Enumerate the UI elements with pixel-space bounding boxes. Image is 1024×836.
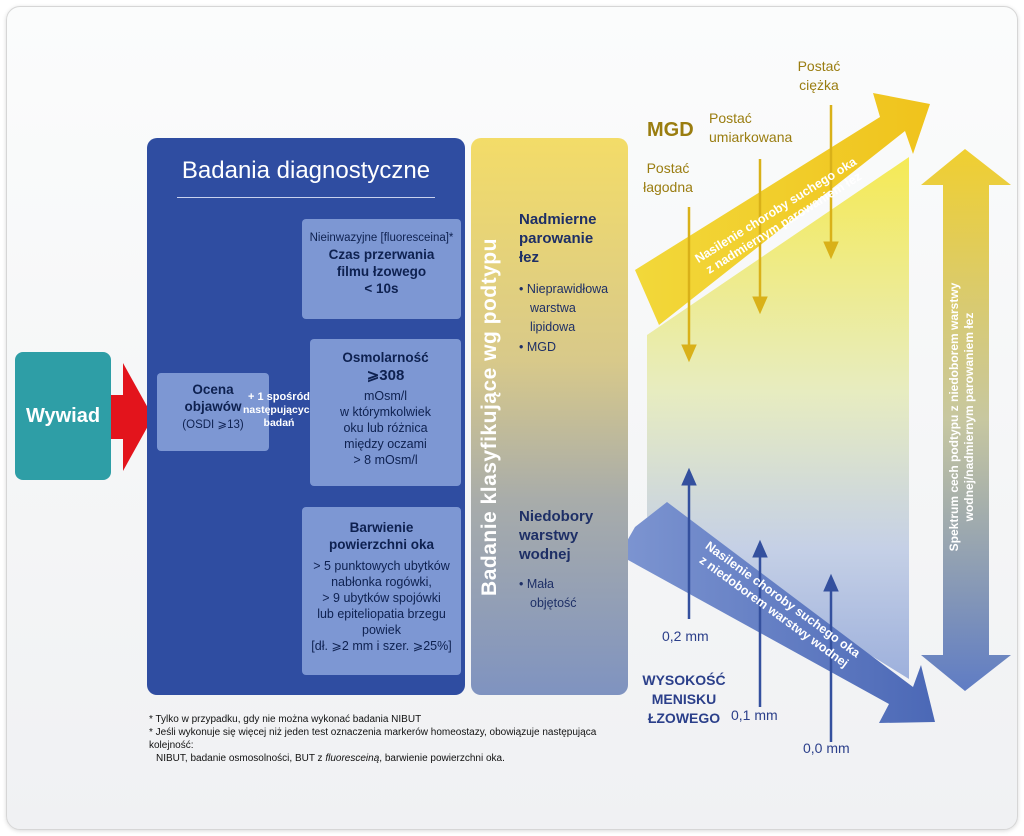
evaporative-line1: Nadmierne <box>519 211 597 228</box>
mgd-down-arrows <box>681 105 839 363</box>
background-shapes <box>105 93 1011 742</box>
evaporative-bullet2: • MGD <box>519 340 557 354</box>
footnote-2: * Jeśli wykonuje się więcej niż jeden te… <box>149 727 597 751</box>
osmolarity-box: Osmolarność ⩾308 mOsm/l w którymkolwiek … <box>310 339 461 486</box>
blue-severity-arrow <box>619 502 935 723</box>
mgd-mild-line1: Postać <box>646 160 690 176</box>
footnotes: * Tylko w przypadku, gdy nie można wykon… <box>149 713 639 765</box>
mgd-moderate-line1: Postać <box>709 110 752 126</box>
symptom-eval-line1: Ocena <box>192 382 234 397</box>
tear-breakup-note: Nieinwazyjne [fluoresceina]* <box>309 232 454 244</box>
interview-box: Wywiad <box>15 352 111 480</box>
plus-one-line1: + 1 spośród <box>247 391 311 403</box>
aqueous-bullet1a: • Mała <box>519 577 554 591</box>
staining-line4: nabłonka rogówki, <box>331 575 432 589</box>
staining-line1: Barwienie <box>349 520 414 535</box>
mgd-mild-line2: łagodna <box>643 179 693 195</box>
diagnostics-title: Badania diagnostyczne <box>181 157 431 184</box>
evaporative-bullet1b: warstwa <box>530 301 576 315</box>
footnote-3b: fluoresceiną <box>325 753 380 764</box>
osmolarity-line2: ⩾308 <box>366 367 405 384</box>
footnote-3a: NIBUT, badanie osmosolności, BUT z <box>156 753 326 764</box>
symptom-eval-box: Ocena objawów (OSDI ⩾13) <box>157 373 269 451</box>
spectrum-arrow-text: Spektrum cech podtypu z niedoborem warst… <box>947 227 977 607</box>
aqueous-line3: wodnej <box>519 546 571 563</box>
diagram-frame: Wywiad Badania diagnostyczne Ocena objaw… <box>6 6 1018 830</box>
plus-one-label: + 1 spośród następujących badań <box>243 391 316 430</box>
plus-one-line3: badań <box>263 417 295 429</box>
staining-line5: > 9 ubytków spojówki <box>322 591 441 605</box>
meniscus-value-00: 0,0 mm <box>803 740 850 756</box>
mgd-label: MGD <box>647 119 694 141</box>
staining-line3: > 5 punktowych ubytków <box>313 559 450 573</box>
aqueous-bullet1b: objętość <box>530 596 577 610</box>
mgd-moderate-line2: umiarkowana <box>709 129 793 145</box>
red-arrow-1 <box>105 363 153 471</box>
osmolarity-line7: > 8 mOsm/l <box>353 453 418 467</box>
evaporative-line3: łez <box>519 249 540 266</box>
meniscus-label-line3: ŁZOWEGO <box>647 710 721 726</box>
classification-column <box>471 138 628 695</box>
mgd-moderate: Postać umiarkowana <box>709 109 792 147</box>
mgd-severe-line2: ciężka <box>799 77 839 93</box>
tear-breakup-box: Nieinwazyjne [fluoresceina]* Czas przerw… <box>302 219 461 319</box>
footnote-1: * Tylko w przypadku, gdy nie można wykon… <box>149 714 422 725</box>
staining-line6: lub epiteliopatia brzegu <box>317 607 446 621</box>
meniscus-value-02: 0,2 mm <box>662 628 709 644</box>
tear-breakup-line1: Czas przerwania <box>328 247 435 262</box>
mgd-severe-line1: Postać <box>797 58 841 74</box>
mgd-mild: Postać łagodna <box>640 159 696 197</box>
aqueous-block: Niedobory warstwy wodnej • Mała objętość <box>519 507 629 611</box>
staining-line7: powiek <box>362 623 401 637</box>
yellow-severity-arrow <box>635 93 930 325</box>
meniscus-label-line1: WYSOKOŚĆ <box>642 672 726 688</box>
meniscus-value-01: 0,1 mm <box>731 707 778 723</box>
diagnostics-divider <box>177 197 435 198</box>
osmolarity-line6: między oczami <box>344 437 427 451</box>
spectrum-arrow-line2: wodnej/nadmiernym parowaniem łez <box>962 312 976 522</box>
evaporative-bullet1a: • Nieprawidłowa <box>519 282 609 296</box>
mgd-severe: Postać ciężka <box>789 57 849 95</box>
classification-vertical-title: Badanie klasyfikujące wg podtypu <box>478 238 501 596</box>
spectrum-double-arrow <box>921 149 1011 691</box>
plus-one-line2: następujących <box>243 404 316 416</box>
spectrum-arrow-line1: Spektrum cech podtypu z niedoborem warst… <box>947 282 961 552</box>
evaporative-block: Nadmierne parowanie łez • Nieprawidłowa … <box>519 210 629 355</box>
symptom-eval-line2: objawów <box>184 399 242 414</box>
staining-line8: [dł. ⩾2 mm i szer. ⩾25%] <box>311 639 452 653</box>
meniscus-label-line2: MENISKU <box>651 691 717 707</box>
staining-box: Barwienie powierzchni oka > 5 punktowych… <box>302 507 461 675</box>
meniscus-label: WYSOKOŚĆ MENISKU ŁZOWEGO <box>639 671 729 728</box>
evaporative-line2: parowanie <box>519 230 594 247</box>
aqueous-line2: warstwy <box>519 527 579 544</box>
meniscus-up-arrows <box>681 467 839 742</box>
staining-line2: powierzchni oka <box>328 537 435 552</box>
footnote-3c: , barwienie powierzchni oka. <box>379 753 505 764</box>
tear-breakup-line3: < 10s <box>364 281 399 296</box>
tear-breakup-line2: filmu łzowego <box>336 264 427 279</box>
osmolarity-line1: Osmolarność <box>342 350 429 365</box>
symptom-eval-line3: (OSDI ⩾13) <box>182 419 244 431</box>
osmolarity-line5: oku lub różnica <box>343 421 428 435</box>
evaporative-bullet1c: lipidowa <box>530 320 576 334</box>
osmolarity-line3: mOsm/l <box>363 389 408 403</box>
osmolarity-line4: w którymkolwiek <box>340 405 431 419</box>
aqueous-line1: Niedobory <box>519 508 594 525</box>
footnote-3: NIBUT, badanie osmosolności, BUT z fluor… <box>149 752 639 765</box>
interview-label: Wywiad <box>25 404 101 427</box>
